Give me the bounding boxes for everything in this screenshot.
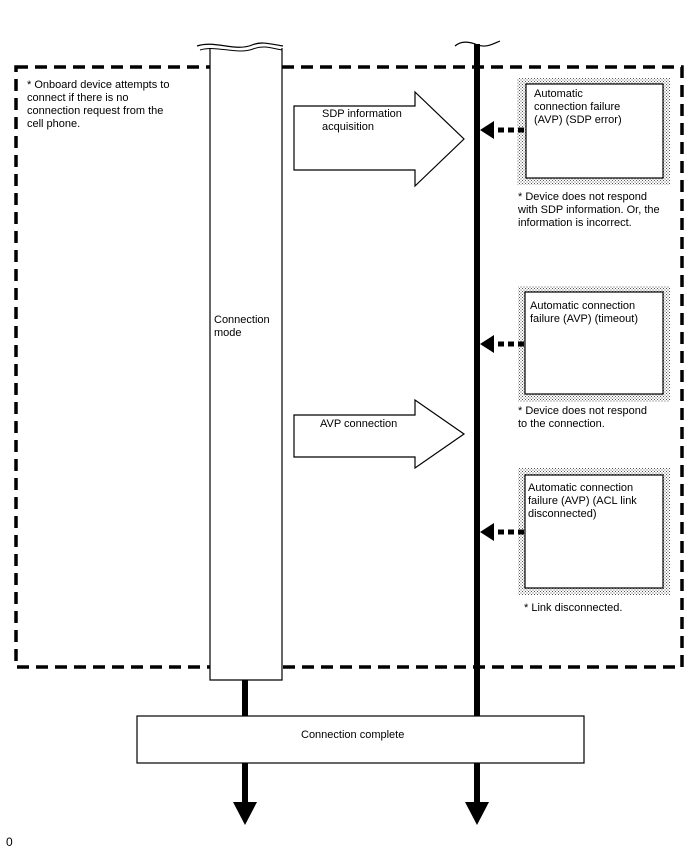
timeout-note: * Device does not respond to the connect… bbox=[518, 405, 648, 430]
failure-box-timeout bbox=[524, 291, 664, 395]
dashed-region bbox=[14, 65, 684, 669]
avp-arrow-label: AVP connection bbox=[320, 418, 398, 430]
connection-mode-lane bbox=[209, 48, 283, 681]
failure-arrow-acl bbox=[480, 523, 524, 541]
failure-arrow-sdp bbox=[480, 121, 524, 139]
failure-arrow-timeout bbox=[480, 335, 524, 353]
timeline-break-mark bbox=[454, 40, 501, 47]
figure-code: 0 bbox=[6, 835, 13, 849]
avp-arrow bbox=[293, 398, 466, 470]
output-arrow-left bbox=[233, 763, 257, 825]
acl-note: * Link disconnected. bbox=[524, 602, 623, 614]
connection-complete-label: Connection complete bbox=[301, 729, 405, 741]
lane-break-mark bbox=[196, 42, 284, 48]
sdp-arrow-label: SDP information acquisition bbox=[322, 108, 402, 133]
sdp-error-note: * Device does not respond with SDP infor… bbox=[518, 191, 660, 229]
onboard-note: * Onboard device attempts to connect if … bbox=[27, 79, 170, 130]
failure-box-acl bbox=[524, 474, 664, 589]
connection-complete-box bbox=[136, 715, 585, 764]
lane-break-mark-lower bbox=[199, 46, 283, 52]
sdp-arrow bbox=[293, 90, 465, 188]
failure-acl-label: Automatic connection failure (AVP) (ACL … bbox=[528, 482, 637, 520]
failure-timeout-label: Automatic connection failure (AVP) (time… bbox=[530, 300, 638, 325]
connection-mode-label: Connection mode bbox=[214, 314, 270, 339]
output-arrow-right bbox=[465, 763, 489, 825]
failure-sdp-label: Automatic connection failure (AVP) (SDP … bbox=[534, 88, 622, 126]
failure-box-sdp bbox=[525, 83, 664, 179]
